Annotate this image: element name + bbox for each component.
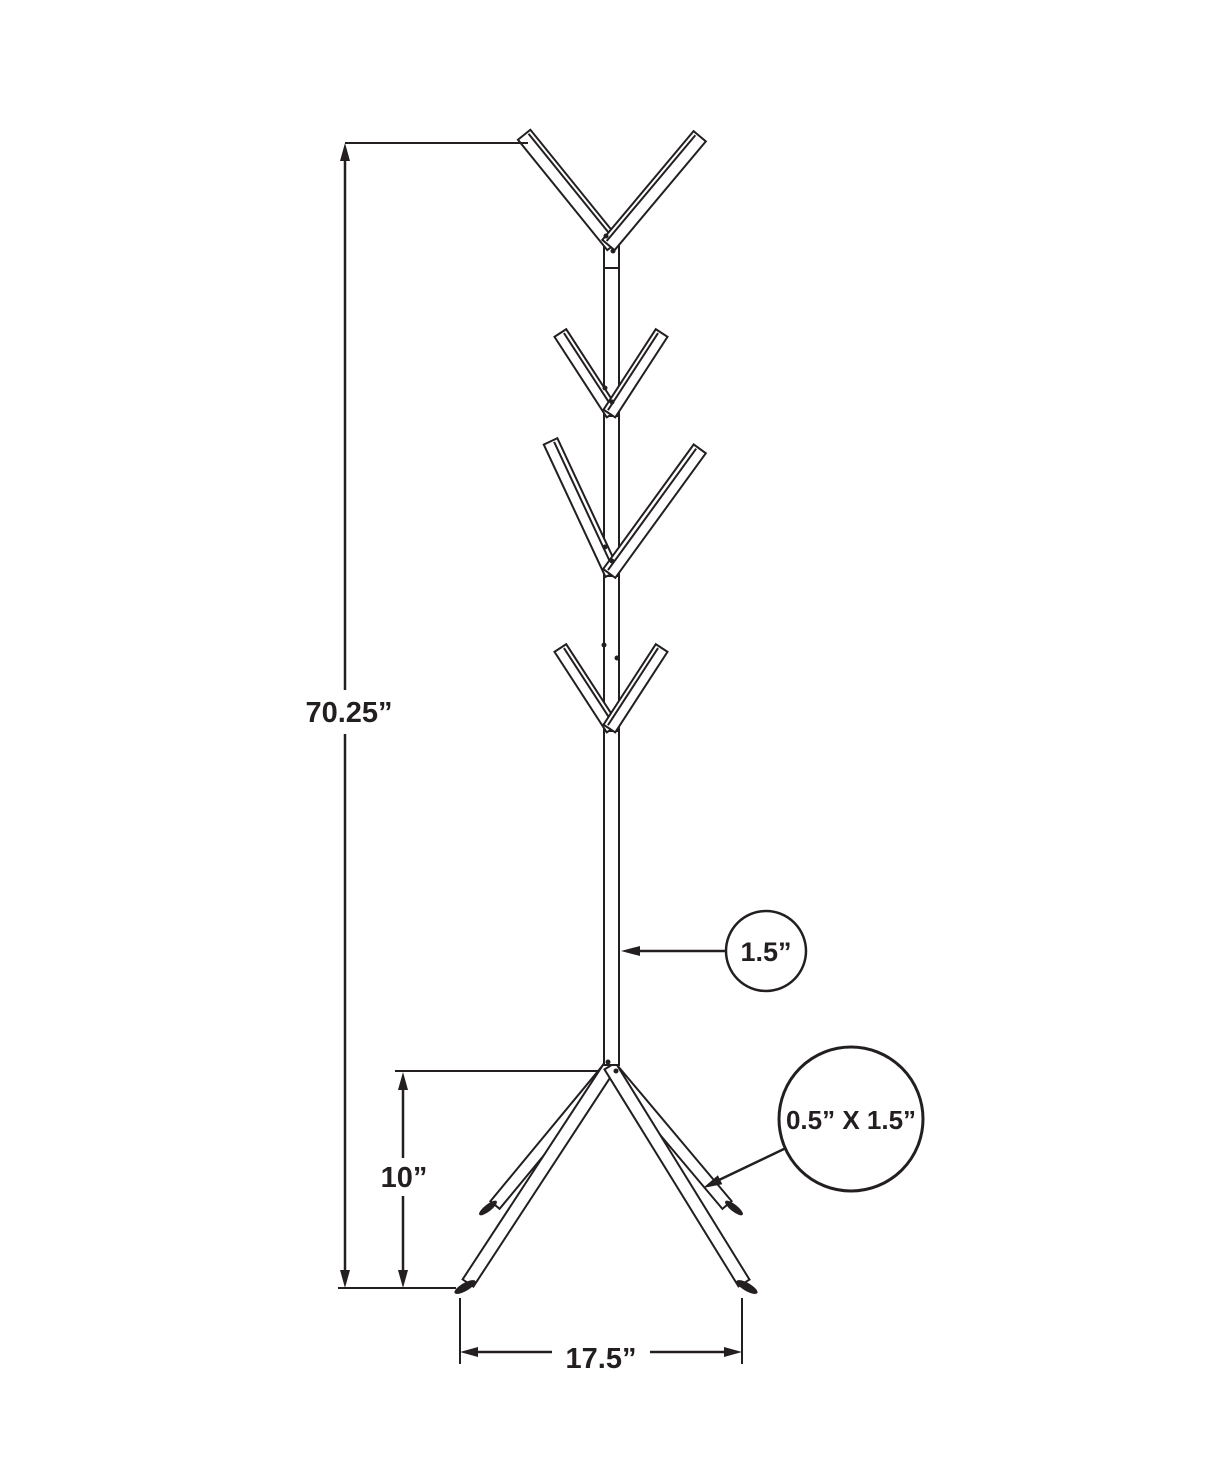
front-right-foot bbox=[736, 1280, 758, 1294]
base-height-dimension: 10” bbox=[381, 1070, 598, 1288]
front-left-leg bbox=[461, 1061, 617, 1288]
overall-height-label: 70.25” bbox=[305, 697, 392, 729]
arrowhead-up bbox=[340, 143, 350, 161]
hook-set-4 bbox=[553, 642, 669, 734]
arrowhead-right bbox=[724, 1347, 742, 1357]
center-pole bbox=[603, 231, 620, 1066]
coat-rack-drawing bbox=[454, 128, 758, 1294]
front-left-foot bbox=[454, 1280, 476, 1294]
hook-set-3 bbox=[542, 436, 708, 580]
arrowhead bbox=[621, 946, 640, 956]
hook-3-right bbox=[601, 443, 708, 580]
leg-profile-label: 0.5” X 1.5” bbox=[786, 1105, 916, 1135]
hook-4-right bbox=[602, 642, 669, 734]
overall-height-dimension: 70.25” bbox=[305, 142, 528, 1289]
callout-circle-big bbox=[777, 1045, 925, 1193]
rear-right-foot bbox=[725, 1200, 743, 1216]
arrowhead bbox=[703, 1175, 723, 1188]
base-height-label: 10” bbox=[381, 1162, 428, 1194]
dimension-annotations: 70.25” 10” 17.5” 1.5” bbox=[305, 142, 925, 1375]
base-width-label: 17.5” bbox=[566, 1343, 637, 1375]
front-legs bbox=[461, 1061, 751, 1288]
arrowhead-left bbox=[460, 1347, 478, 1357]
arrowhead-down bbox=[340, 1270, 350, 1288]
hook-set-2 bbox=[553, 327, 669, 419]
hook-top-left bbox=[516, 128, 622, 252]
arrowhead-down bbox=[398, 1270, 408, 1288]
pole-thickness-callout: 1.5” bbox=[621, 909, 808, 993]
hook-2-right bbox=[602, 327, 669, 419]
hook-top-right bbox=[600, 129, 708, 252]
hook-set-top bbox=[516, 128, 708, 252]
pole-thickness-label: 1.5” bbox=[740, 937, 791, 967]
arrowhead-up bbox=[398, 1072, 408, 1090]
screw-dots bbox=[601, 233, 620, 1074]
leg-profile-callout: 0.5” X 1.5” bbox=[703, 1045, 925, 1193]
feet-pads bbox=[454, 1200, 758, 1294]
rear-left-foot bbox=[479, 1200, 497, 1216]
base-width-dimension: 17.5” bbox=[459, 1298, 743, 1375]
